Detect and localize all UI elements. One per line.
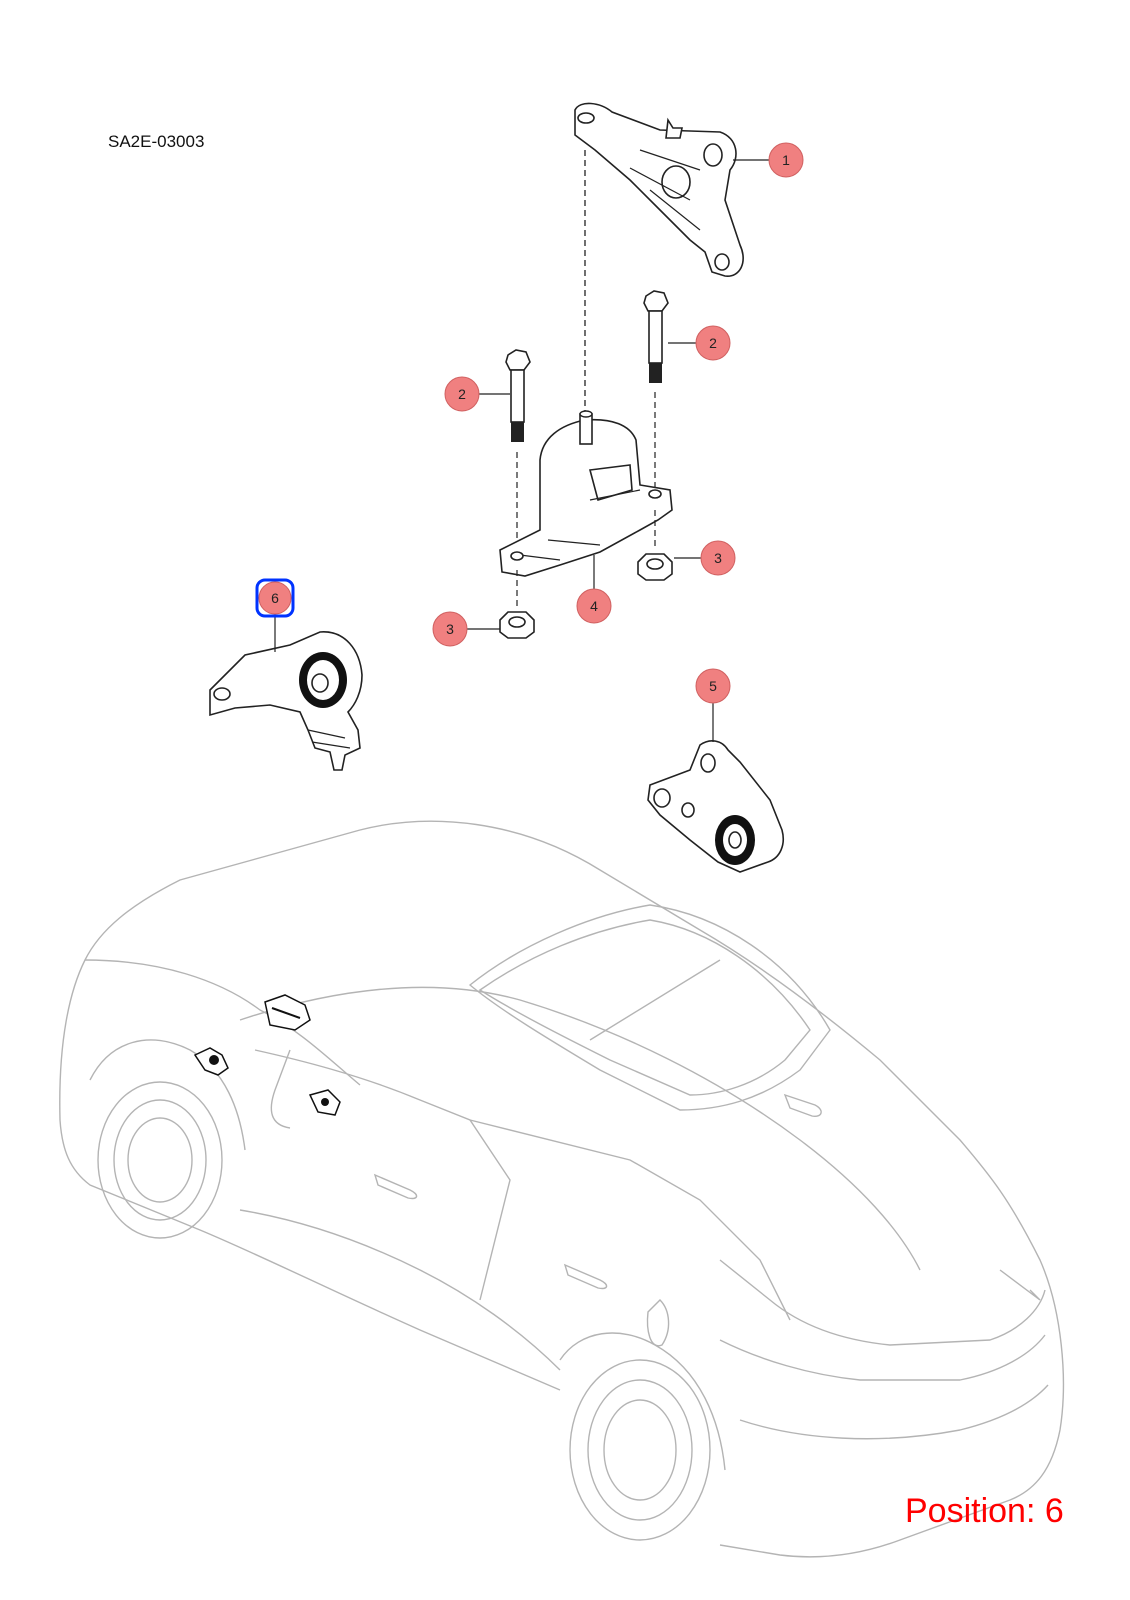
part-4-engine-mount: [499, 410, 673, 590]
svg-text:4: 4: [590, 598, 598, 614]
callout-4[interactable]: 4: [576, 588, 612, 624]
part-2-bolt-right: [643, 290, 669, 490]
callout-2-left[interactable]: 2: [444, 376, 480, 412]
part-5-rear-mount: [647, 740, 784, 873]
svg-text:1: 1: [782, 152, 790, 168]
svg-text:2: 2: [458, 386, 466, 402]
vehicle-outline: [59, 820, 1065, 1558]
vehicle-mount-markers: [193, 994, 341, 1116]
callout-6-selected[interactable]: 6: [255, 578, 295, 618]
svg-text:6: 6: [271, 590, 279, 606]
svg-text:3: 3: [446, 621, 454, 637]
svg-text:5: 5: [709, 678, 717, 694]
position-label: Position: 6: [905, 1492, 1064, 1530]
callout-1[interactable]: 1: [768, 142, 804, 178]
part-1-bracket: [574, 102, 744, 277]
callout-3-right[interactable]: 3: [700, 540, 736, 576]
part-6-left-mount: [209, 631, 363, 771]
part-3-nut-left: [499, 570, 535, 639]
diagram-code: SA2E-03003: [108, 132, 205, 151]
callout-5[interactable]: 5: [695, 668, 731, 704]
svg-text:3: 3: [714, 550, 722, 566]
leader-lines: [274, 159, 770, 742]
callout-2-right[interactable]: 2: [695, 325, 731, 361]
callout-3-left[interactable]: 3: [432, 611, 468, 647]
part-3-nut-right: [637, 510, 673, 581]
svg-text:2: 2: [709, 335, 717, 351]
part-2-bolt-left: [505, 349, 531, 545]
